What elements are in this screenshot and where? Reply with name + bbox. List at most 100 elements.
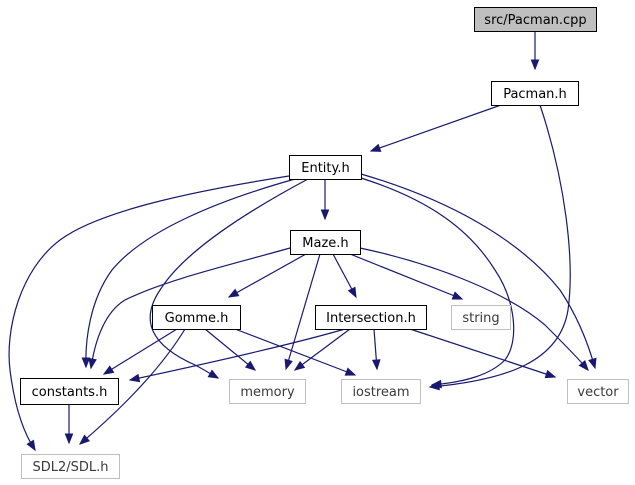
node-memory: memory	[229, 379, 306, 404]
arrow-head-icon	[344, 367, 357, 376]
node-box	[21, 454, 120, 479]
edge-line	[103, 328, 178, 375]
edge-src_pacman_cpp-to-pacman_h	[530, 31, 540, 71]
edge-intersection_h-to-constants_h	[128, 328, 346, 383]
edge-maze_h-to-constants_h	[88, 247, 291, 370]
edge-maze_h-to-vector	[359, 247, 589, 372]
edge-line	[79, 328, 186, 445]
edge-maze_h-to-string	[349, 253, 464, 300]
node-vector: vector	[567, 379, 629, 404]
arrow-head-icon	[578, 359, 589, 372]
edge-line	[429, 104, 571, 388]
edge-gomme_h-to-constants_h	[102, 328, 178, 375]
arrow-head-icon	[81, 357, 91, 369]
node-iostream: iostream	[341, 379, 421, 404]
node-box	[290, 230, 361, 255]
edge-line	[149, 178, 309, 379]
edge-line	[360, 173, 596, 369]
arrow-head-icon	[293, 360, 306, 371]
node-box	[152, 305, 241, 330]
edge-line	[294, 328, 351, 371]
node-box	[229, 379, 306, 404]
edge-intersection_h-to-vector	[409, 328, 557, 379]
node-box	[474, 7, 597, 32]
node-label: src/Pacman.cpp	[484, 13, 586, 28]
node-label: SDL2/SDL.h	[32, 460, 108, 475]
node-label: vector	[577, 385, 619, 400]
edge-entity_h-to-iostream	[360, 177, 515, 389]
edge-intersection_h-to-iostream	[371, 328, 381, 371]
arrow-head-icon	[26, 439, 36, 452]
edge-line	[360, 177, 515, 386]
node-label: string	[462, 311, 499, 326]
arrow-head-icon	[207, 369, 220, 379]
edge-line	[90, 247, 291, 369]
edge-line	[234, 328, 356, 376]
node-label: memory	[240, 385, 295, 400]
node-entity-h[interactable]: Entity.h	[289, 155, 362, 180]
arrow-head-icon	[347, 286, 357, 299]
node-label: Intersection.h	[326, 311, 416, 326]
node-label: Entity.h	[301, 161, 349, 176]
node-maze-h[interactable]: Maze.h	[290, 230, 361, 255]
edge-maze_h-to-intersection_h	[332, 253, 357, 299]
edge-line	[370, 104, 502, 152]
edge-gomme_h-to-sdl2_sdl_h	[78, 328, 186, 445]
node-label: constants.h	[32, 385, 108, 400]
node-label: Pacman.h	[503, 87, 567, 102]
arrow-head-icon	[530, 59, 540, 71]
node-box	[315, 305, 427, 330]
edge-line	[85, 178, 296, 368]
edge-pacman_h-to-entity_h	[369, 104, 502, 152]
arrow-head-icon	[244, 360, 257, 371]
node-src-pacman-cpp[interactable]: src/Pacman.cpp	[474, 7, 597, 32]
edges-layer	[8, 31, 597, 452]
edge-entity_h-to-constants_h	[81, 178, 296, 369]
edge-line	[228, 253, 307, 298]
arrow-head-icon	[227, 288, 240, 298]
edge-line	[285, 253, 321, 370]
arrow-head-icon	[320, 209, 330, 221]
edge-line	[204, 328, 256, 371]
node-sdl2-sdl-h: SDL2/SDL.h	[21, 454, 120, 479]
arrow-head-icon	[369, 143, 382, 152]
node-box	[491, 81, 579, 106]
edge-entity_h-to-vector	[360, 173, 597, 370]
node-intersection-h[interactable]: Intersection.h	[315, 305, 427, 330]
edge-constants_h-to-sdl2_sdl_h	[64, 404, 74, 445]
edge-maze_h-to-memory	[284, 253, 321, 371]
node-box	[341, 379, 421, 404]
arrow-head-icon	[102, 365, 115, 375]
node-gomme-h[interactable]: Gomme.h	[152, 305, 241, 330]
edge-gomme_h-to-memory	[204, 328, 257, 371]
edge-line	[129, 328, 346, 381]
node-label: Maze.h	[302, 236, 348, 251]
arrow-head-icon	[284, 358, 293, 371]
edge-entity_h-to-sdl2_sdl_h	[8, 175, 290, 452]
node-label: iostream	[352, 385, 409, 400]
nodes-layer: src/Pacman.cppPacman.hEntity.hMaze.hGomm…	[20, 7, 629, 479]
node-string: string	[451, 305, 511, 330]
arrow-head-icon	[371, 359, 381, 371]
node-constants-h[interactable]: constants.h	[20, 378, 119, 405]
arrow-head-icon	[430, 379, 442, 389]
edge-line	[8, 175, 290, 451]
edge-line	[409, 328, 556, 378]
arrow-head-icon	[588, 357, 597, 370]
edge-maze_h-to-gomme_h	[227, 253, 307, 298]
arrow-head-icon	[64, 433, 74, 445]
arrow-head-icon	[451, 291, 464, 300]
node-label: Gomme.h	[165, 311, 229, 326]
edge-gomme_h-to-iostream	[234, 328, 357, 376]
node-pacman-h[interactable]: Pacman.h	[491, 81, 579, 106]
edge-line	[349, 253, 463, 300]
node-box	[451, 305, 511, 330]
edge-entity_h-to-maze_h	[320, 179, 330, 221]
arrow-head-icon	[128, 373, 141, 383]
node-box	[289, 155, 362, 180]
arrow-head-icon	[78, 434, 91, 445]
arrow-head-icon	[88, 357, 97, 370]
edge-line	[359, 247, 589, 371]
edge-entity_h-to-memory	[149, 178, 309, 379]
